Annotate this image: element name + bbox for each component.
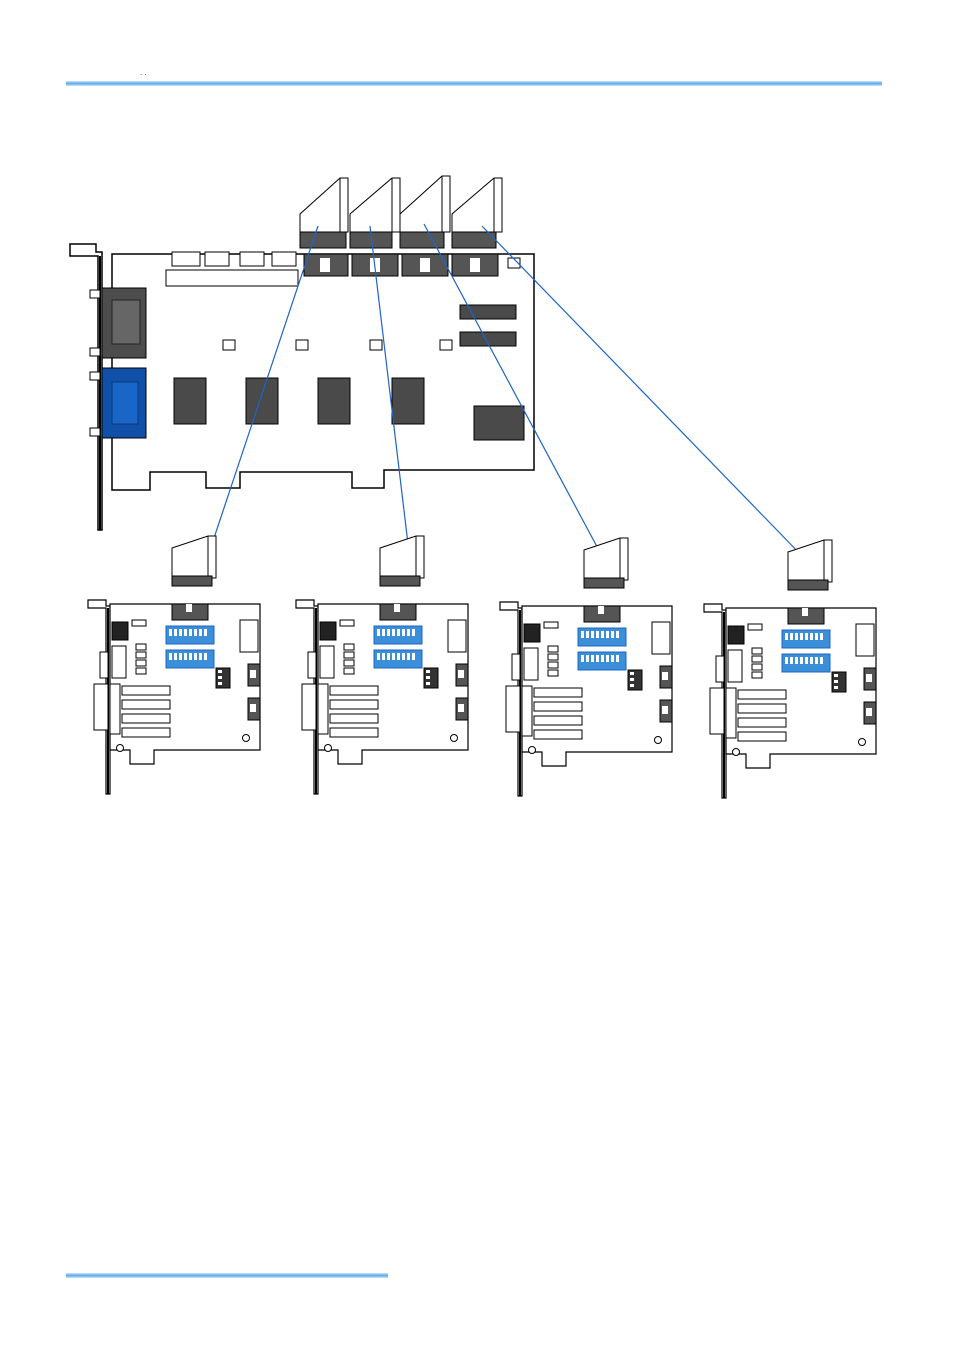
main-card-chip [474, 406, 524, 440]
sub-card-3 [500, 538, 672, 796]
sub-card-1 [88, 536, 260, 794]
main-card-chip [246, 378, 278, 424]
main-card-board [112, 254, 534, 490]
top-ribbon-cables [300, 176, 502, 248]
main-card [70, 244, 534, 530]
footer-rule [66, 1273, 388, 1278]
main-card-chip [174, 378, 206, 424]
main-card-chip [392, 378, 424, 424]
sub-card-4 [704, 540, 876, 798]
sub-card-2 [296, 536, 468, 794]
main-card-bracket [70, 244, 102, 530]
main-card-chip [318, 378, 350, 424]
